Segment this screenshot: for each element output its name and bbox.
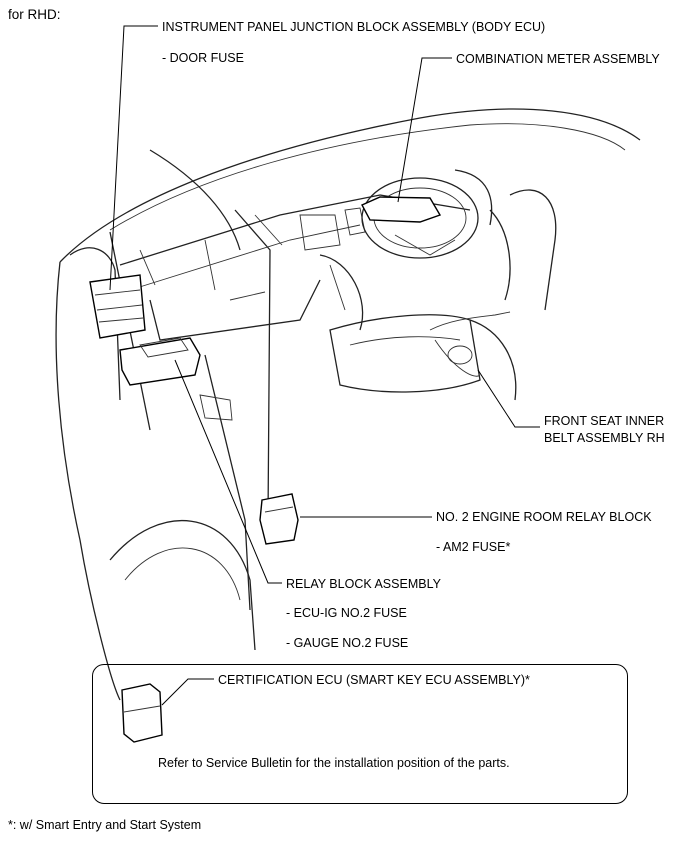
label-front-seat-belt-line2: BELT ASSEMBLY RH xyxy=(544,431,665,445)
footnote: *: w/ Smart Entry and Start System xyxy=(8,818,202,832)
label-door-fuse: - DOOR FUSE xyxy=(162,51,244,65)
label-am2-fuse: - AM2 FUSE* xyxy=(436,540,511,554)
label-relay-block: RELAY BLOCK ASSEMBLY xyxy=(286,577,441,591)
service-bulletin-note: Refer to Service Bulletin for the instal… xyxy=(158,756,510,770)
diagram-title: for RHD: xyxy=(8,7,61,22)
label-engine-room-relay-block: NO. 2 ENGINE ROOM RELAY BLOCK xyxy=(436,510,652,524)
label-certification-ecu: CERTIFICATION ECU (SMART KEY ECU ASSEMBL… xyxy=(218,673,530,687)
label-front-seat-belt-line1: FRONT SEAT INNER xyxy=(544,414,665,428)
label-ipjb: INSTRUMENT PANEL JUNCTION BLOCK ASSEMBLY… xyxy=(162,20,546,34)
label-ecu-ig-fuse: - ECU-IG NO.2 FUSE xyxy=(286,606,407,620)
label-combination-meter: COMBINATION METER ASSEMBLY xyxy=(456,52,660,66)
label-gauge-fuse: - GAUGE NO.2 FUSE xyxy=(286,636,409,650)
certification-ecu-box xyxy=(92,664,628,804)
